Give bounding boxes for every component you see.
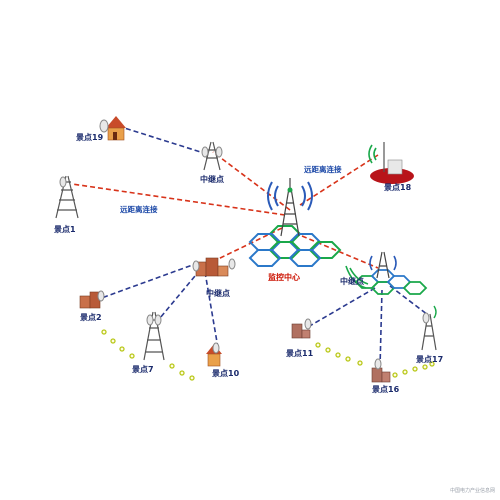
label-spot1: 景点1 xyxy=(54,224,76,234)
label-spot7: 景点7 xyxy=(132,364,154,374)
relay-mid-buildings-icon xyxy=(192,257,236,277)
dotted-chain-right xyxy=(315,342,435,378)
monitor-center-hex-mesh xyxy=(248,225,342,267)
relay-right-tower-icon xyxy=(345,251,397,289)
link-relay-mid-spot7 xyxy=(159,269,201,319)
label-monitor-center: 监控中心 xyxy=(268,272,300,282)
label-long-link-1: 远距离连接 xyxy=(304,164,342,174)
link-relay-top-spot19 xyxy=(117,125,208,155)
monitor-center-tower-icon xyxy=(267,178,313,237)
link-monitor-spot1 xyxy=(71,183,286,216)
watermark: 中国电力产业信息网 xyxy=(450,487,495,494)
spot19-building-icon xyxy=(99,116,126,141)
link-relay-right-spot11 xyxy=(307,287,376,328)
label-relay-right: 中继点 xyxy=(340,276,364,286)
spot1-tower-icon xyxy=(55,175,79,219)
label-spot16: 景点16 xyxy=(372,384,400,394)
label-relay-top: 中继点 xyxy=(200,174,224,184)
relay-top-tower-icon xyxy=(201,141,223,171)
dotted-chain-left xyxy=(101,329,195,381)
link-relay-mid-spot2 xyxy=(95,262,199,301)
link-relay-right-spot16 xyxy=(379,289,383,369)
relay-right-hex-mesh xyxy=(354,269,428,295)
label-spot2: 景点2 xyxy=(80,312,102,322)
label-relay-mid: 中继点 xyxy=(206,288,230,298)
label-spot18: 景点18 xyxy=(384,182,412,192)
link-monitor-relay-right xyxy=(301,235,379,269)
label-spot19: 景点19 xyxy=(76,132,104,142)
spot18-station-icon xyxy=(368,142,414,184)
spot11-buildings-icon xyxy=(291,318,312,339)
links xyxy=(71,125,429,369)
label-spot17: 景点17 xyxy=(416,354,443,364)
label-long-link-2: 远距离连接 xyxy=(120,204,158,214)
label-spot11: 景点11 xyxy=(286,348,314,358)
label-spot10: 景点10 xyxy=(212,368,240,378)
spot2-buildings-icon xyxy=(79,290,105,309)
spot10-building-icon xyxy=(206,342,222,367)
link-relay-right-spot17 xyxy=(389,285,429,316)
spot17-tower-icon xyxy=(421,305,437,351)
spot16-buildings-icon xyxy=(371,358,391,383)
link-monitor-relay-top xyxy=(212,151,291,211)
spot7-tower-icon xyxy=(143,311,165,361)
link-relay-mid-spot10 xyxy=(204,271,219,349)
